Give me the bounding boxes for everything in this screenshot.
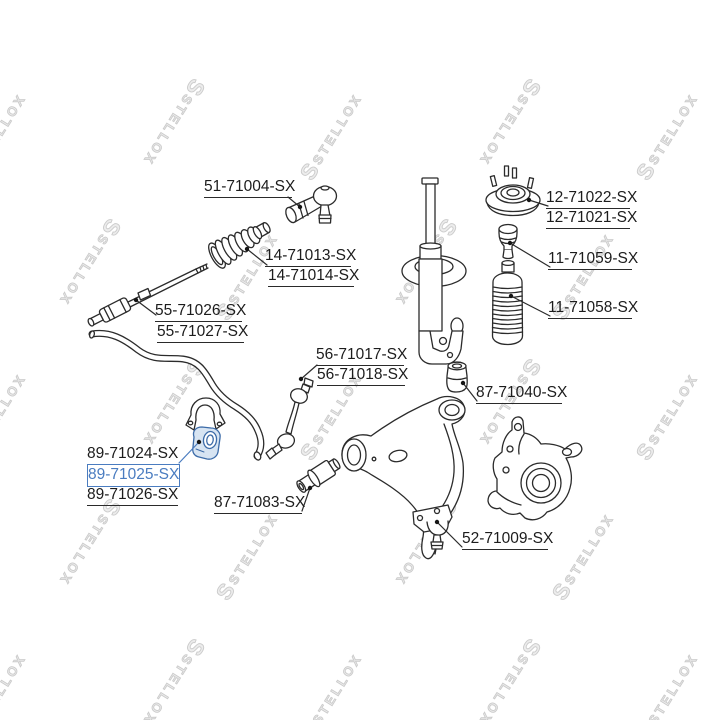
part-sway-bar	[89, 330, 262, 461]
part-label-52-71009-SX[interactable]: 52-71009-SX	[462, 531, 553, 550]
part-label-89-71025-SX[interactable]: 89-71025-SX	[87, 464, 180, 487]
part-label-14-71013-SX[interactable]: 14-71013-SX	[265, 248, 356, 267]
part-stabilizer-link	[266, 378, 313, 459]
part-label-87-71083-SX[interactable]: 87-71083-SX	[214, 495, 305, 514]
part-strut-mount	[486, 166, 540, 216]
part-strut	[402, 178, 466, 364]
part-label-12-71021-SX[interactable]: 12-71021-SX	[546, 210, 637, 229]
part-label-14-71014-SX[interactable]: 14-71014-SX	[268, 268, 359, 287]
part-bump-stop	[499, 225, 517, 259]
part-knuckle	[488, 417, 582, 520]
part-label-11-71059-SX[interactable]: 11-71059-SX	[548, 251, 638, 270]
part-label-87-71040-SX[interactable]: 87-71040-SX	[476, 385, 567, 404]
part-label-11-71058-SX[interactable]: 11-71058-SX	[548, 300, 638, 319]
part-label-89-71026-SX[interactable]: 89-71026-SX	[87, 487, 178, 506]
part-steering-boot	[205, 214, 276, 270]
part-stabilizer-bushing-highlighted[interactable]	[193, 427, 220, 459]
part-inner-tie-rod	[86, 264, 208, 330]
part-label-55-71027-SX[interactable]: 55-71027-SX	[157, 324, 248, 343]
part-ball-joint	[413, 505, 452, 554]
part-label-56-71018-SX[interactable]: 56-71018-SX	[317, 367, 408, 386]
leader-lines	[133, 197, 550, 547]
part-label-55-71026-SX[interactable]: 55-71026-SX	[155, 303, 246, 322]
part-label-12-71022-SX[interactable]: 12-71022-SX	[546, 190, 637, 209]
part-label-51-71004-SX[interactable]: 51-71004-SX	[204, 179, 295, 198]
part-arm-bushing-front	[294, 455, 344, 497]
part-dust-boot	[493, 261, 523, 345]
part-label-89-71024-SX[interactable]: 89-71024-SX	[87, 446, 178, 465]
part-tie-rod-end	[284, 186, 337, 224]
part-label-56-71017-SX[interactable]: 56-71017-SX	[316, 347, 407, 366]
